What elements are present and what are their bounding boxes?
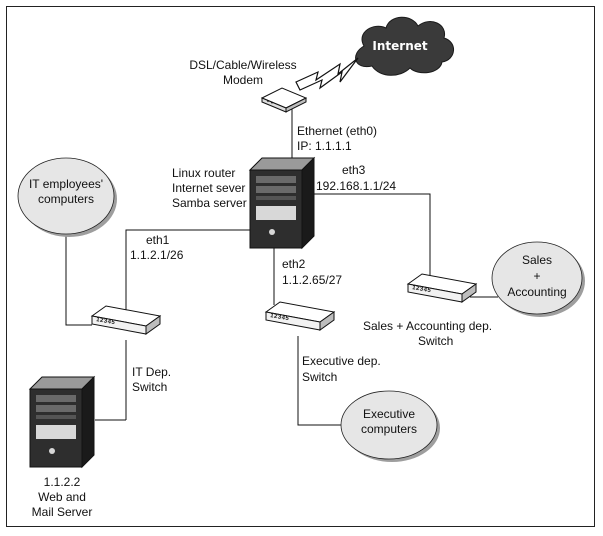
web-server-label-line2: Web and [38, 490, 86, 504]
internet-cloud: Internet [355, 16, 454, 76]
it-group-link [65, 234, 92, 326]
eth1-label: eth1 [146, 233, 170, 247]
web-mail-server-icon [28, 375, 96, 469]
it-switch-icon: 12345 [90, 305, 162, 335]
sales-switch-label-line2: Switch [418, 334, 453, 348]
executive-group: Executive computers [340, 390, 440, 462]
eth3-link [314, 193, 431, 280]
router-label-line1: Linux router [172, 166, 235, 180]
modem-icon [260, 87, 308, 113]
sales-switch-label-line1: Sales + Accounting dep. [363, 319, 492, 333]
eth3-label: eth3 [342, 163, 366, 177]
exec-group-label-line2: computers [361, 422, 417, 436]
eth0-ip-label: IP: 1.1.1.1 [297, 139, 352, 153]
modem-label-line2: Modem [223, 73, 263, 87]
router-label-line3: Samba server [172, 196, 247, 210]
eth1-ip-label: 1.1.2.1/26 [130, 248, 184, 262]
it-group-label-line2: computers [38, 192, 94, 206]
sales-switch-ports: 12345 [412, 285, 432, 294]
exec-switch-label-line2: Switch [302, 370, 337, 384]
web-server-label-line3: Mail Server [32, 505, 93, 519]
exec-group-label-line1: Executive [363, 407, 415, 421]
eth2-ip-label: 1.1.2.65/27 [282, 273, 342, 287]
web-server-ip-label: 1.1.2.2 [44, 475, 81, 489]
it-switch-label-line1: IT Dep. [132, 365, 171, 379]
cloud-shape [355, 16, 454, 76]
exec-group-link [297, 336, 345, 426]
sales-group-label-line1: Sales [522, 253, 552, 267]
it-group-label-line1: IT employees' [29, 177, 103, 191]
it-switch-label-line2: Switch [132, 380, 167, 394]
exec-switch-icon: 12345 [264, 301, 336, 331]
router-label-line2: Internet sever [172, 181, 245, 195]
eth2-label: eth2 [282, 257, 306, 271]
exec-switch-label-line1: Executive dep. [302, 354, 381, 368]
modem-label-line1: DSL/Cable/Wireless [189, 58, 296, 72]
sales-switch-icon: 12345 [406, 273, 478, 303]
sales-group-label-line2: + [533, 269, 540, 283]
wireless-bolt-icon [295, 57, 359, 91]
connections [65, 103, 498, 426]
exec-switch-ports: 12345 [270, 313, 290, 322]
it-employees-group: IT employees' computers [17, 157, 117, 237]
it-switch-ports: 12345 [96, 317, 116, 326]
eth3-ip-label: 192.168.1.1/24 [316, 179, 396, 193]
router-tower-icon [248, 156, 316, 250]
internet-label: Internet [372, 39, 427, 53]
sales-group-label-line3: Accounting [507, 285, 566, 299]
sales-accounting-group: Sales + Accounting [491, 241, 585, 317]
eth0-label: Ethernet (eth0) [297, 124, 377, 138]
